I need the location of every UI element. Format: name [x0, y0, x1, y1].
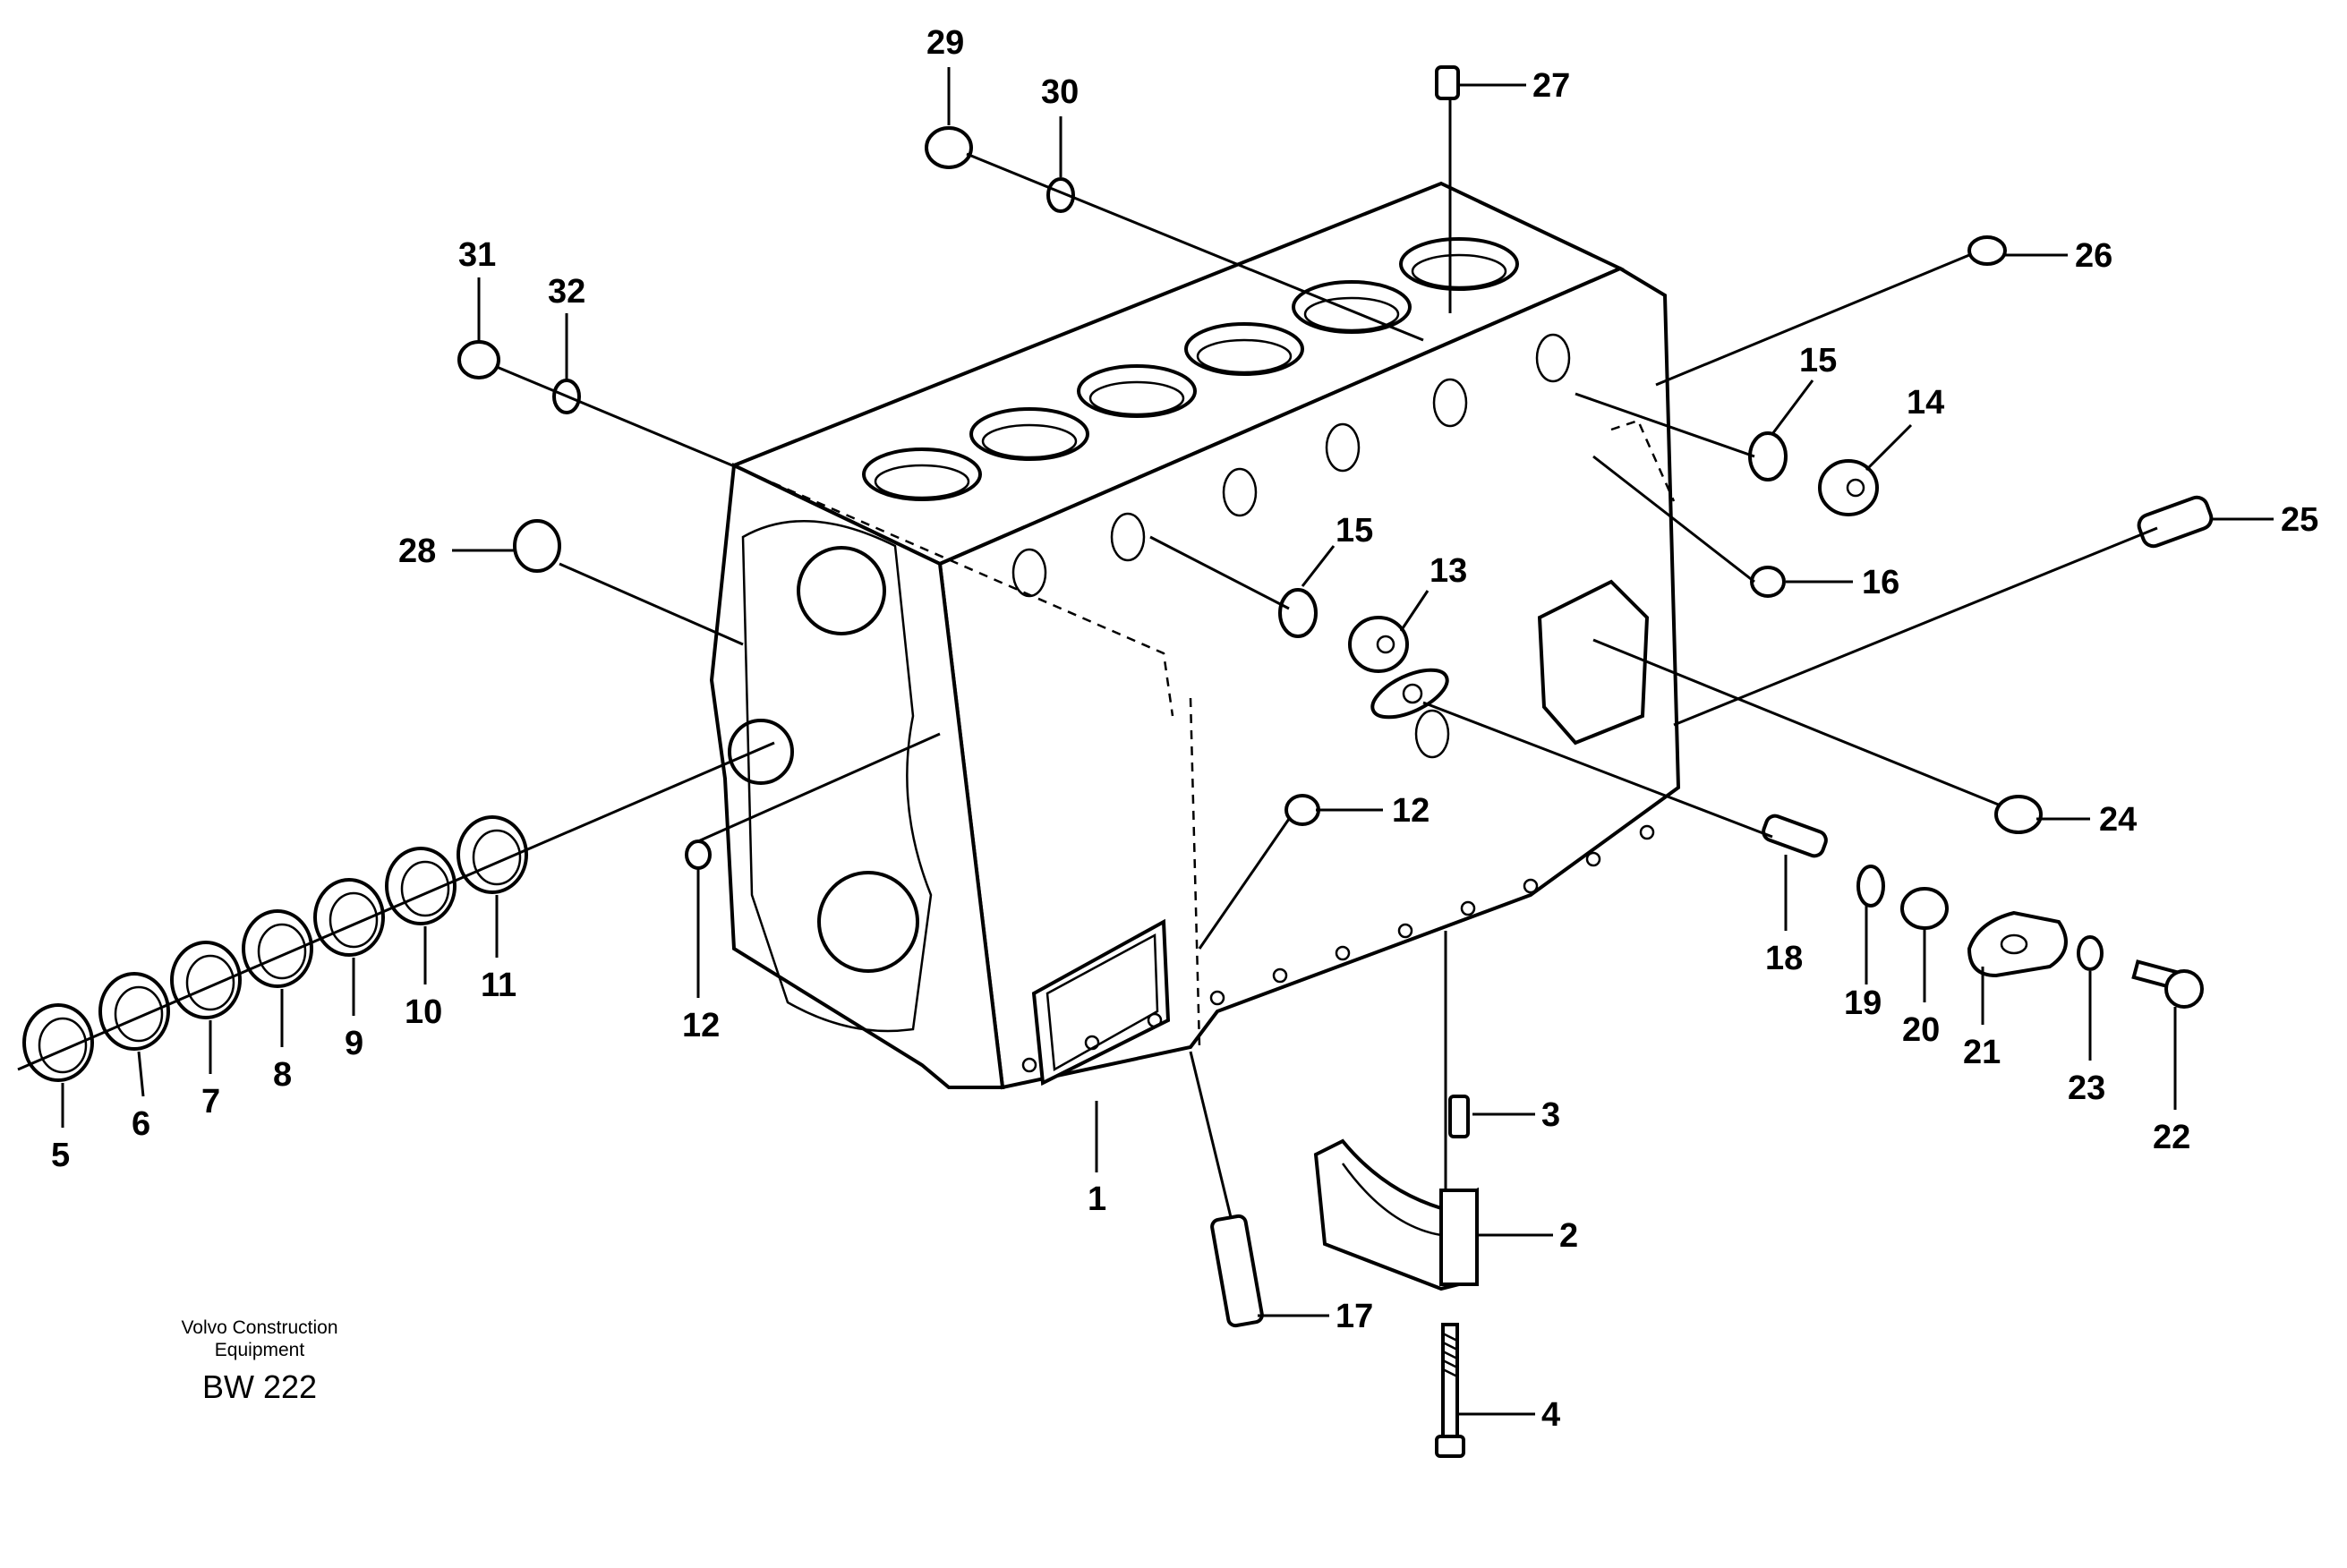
callout-27: 27: [1532, 67, 1570, 105]
washer-30[interactable]: [1046, 177, 1075, 213]
washer-23[interactable]: [2077, 935, 2104, 971]
bushing-5: [22, 1003, 94, 1082]
sealing-ring-15-upper[interactable]: [1748, 431, 1788, 481]
plug-14[interactable]: [1818, 459, 1879, 516]
bushing-9: [313, 878, 385, 957]
callout-19: 19: [1844, 984, 1882, 1022]
callout-6: 6: [132, 1105, 150, 1143]
main-bearing-cap[interactable]: [1313, 1138, 1479, 1291]
footer-brand-sub: Equipment: [215, 1340, 305, 1360]
bushing-7: [170, 941, 242, 1019]
main-bearing-bolt[interactable]: [1435, 1323, 1465, 1458]
callout-labels: 1 2 3 4 5 6 7 8 9 10 11 12 12 13 14 15 1…: [51, 24, 2318, 1434]
callout-24: 24: [2099, 801, 2137, 839]
cylinder-block[interactable]: [709, 181, 1681, 1090]
callout-23: 23: [2068, 1069, 2105, 1107]
callout-26: 26: [2075, 237, 2112, 275]
callout-12-left: 12: [682, 1007, 720, 1044]
callout-5: 5: [51, 1137, 70, 1174]
publisher-footer: Volvo Construction Equipment BW 222: [181, 1317, 337, 1405]
footer-brand: Volvo Construction: [181, 1317, 337, 1338]
sealing-ring-15-lower[interactable]: [1278, 588, 1318, 638]
callout-3: 3: [1541, 1096, 1560, 1134]
plug-12-right[interactable]: [1284, 794, 1320, 826]
callout-16: 16: [1862, 564, 1899, 601]
screw-22[interactable]: [2131, 959, 2204, 1009]
screw-29[interactable]: [925, 126, 973, 169]
callout-17: 17: [1336, 1298, 1373, 1335]
callout-12-right: 12: [1392, 792, 1430, 830]
callout-8: 8: [273, 1056, 292, 1094]
flange-21[interactable]: [1967, 910, 2068, 978]
callout-13: 13: [1430, 552, 1467, 590]
camshaft-bushings[interactable]: [22, 815, 528, 1082]
bushing-10: [385, 847, 457, 925]
callout-14: 14: [1907, 384, 1944, 422]
callout-9: 9: [345, 1025, 363, 1062]
callout-29: 29: [926, 24, 964, 62]
callout-25: 25: [2281, 501, 2318, 539]
union-20[interactable]: [1900, 887, 1949, 930]
plug-16[interactable]: [1750, 566, 1786, 598]
plug-28[interactable]: [513, 519, 561, 573]
callout-18: 18: [1765, 940, 1803, 977]
bushing-8: [242, 909, 313, 988]
plug-26[interactable]: [1967, 235, 2007, 266]
inspection-cover: [1031, 918, 1171, 1087]
callout-pointers: [61, 67, 2274, 1416]
cylinder-bores: [862, 237, 1519, 501]
callout-1: 1: [1088, 1180, 1106, 1218]
pin-27[interactable]: [1435, 65, 1460, 100]
callout-32: 32: [548, 273, 585, 311]
callout-2: 2: [1559, 1217, 1578, 1255]
callout-10: 10: [405, 993, 442, 1031]
seal-19[interactable]: [1856, 865, 1885, 908]
callout-22: 22: [2153, 1119, 2190, 1156]
callout-7: 7: [201, 1083, 220, 1121]
oil-flange: [1370, 668, 1449, 720]
callout-11: 11: [481, 967, 516, 1004]
screw-31[interactable]: [457, 340, 500, 379]
callout-20: 20: [1902, 1011, 1940, 1049]
callout-30: 30: [1041, 73, 1079, 111]
plug-24[interactable]: [1994, 795, 2043, 834]
sleeve-25[interactable]: [2136, 494, 2214, 549]
callout-28: 28: [398, 533, 436, 570]
side-holes: [1011, 333, 1571, 759]
callout-15-upper: 15: [1799, 342, 1837, 379]
callout-15-lower: 15: [1336, 512, 1373, 550]
callout-31: 31: [458, 236, 496, 274]
plug-13[interactable]: [1348, 616, 1409, 673]
timing-gear-housing: [728, 519, 933, 1033]
bushing-6: [98, 972, 170, 1051]
footer-figure-code: BW 222: [202, 1368, 317, 1405]
plug-12-left[interactable]: [685, 839, 712, 870]
leader-lines: [496, 98, 2158, 1218]
bushing-11: [457, 815, 528, 894]
sleeve-17[interactable]: [1210, 1214, 1264, 1328]
filter-bracket: [1537, 579, 1650, 746]
sleeve-18[interactable]: [1761, 814, 1828, 858]
callout-4: 4: [1541, 1396, 1560, 1434]
callout-21: 21: [1963, 1034, 2001, 1071]
dowel-pin[interactable]: [1448, 1095, 1470, 1138]
bolt-row: [1021, 824, 1655, 1073]
